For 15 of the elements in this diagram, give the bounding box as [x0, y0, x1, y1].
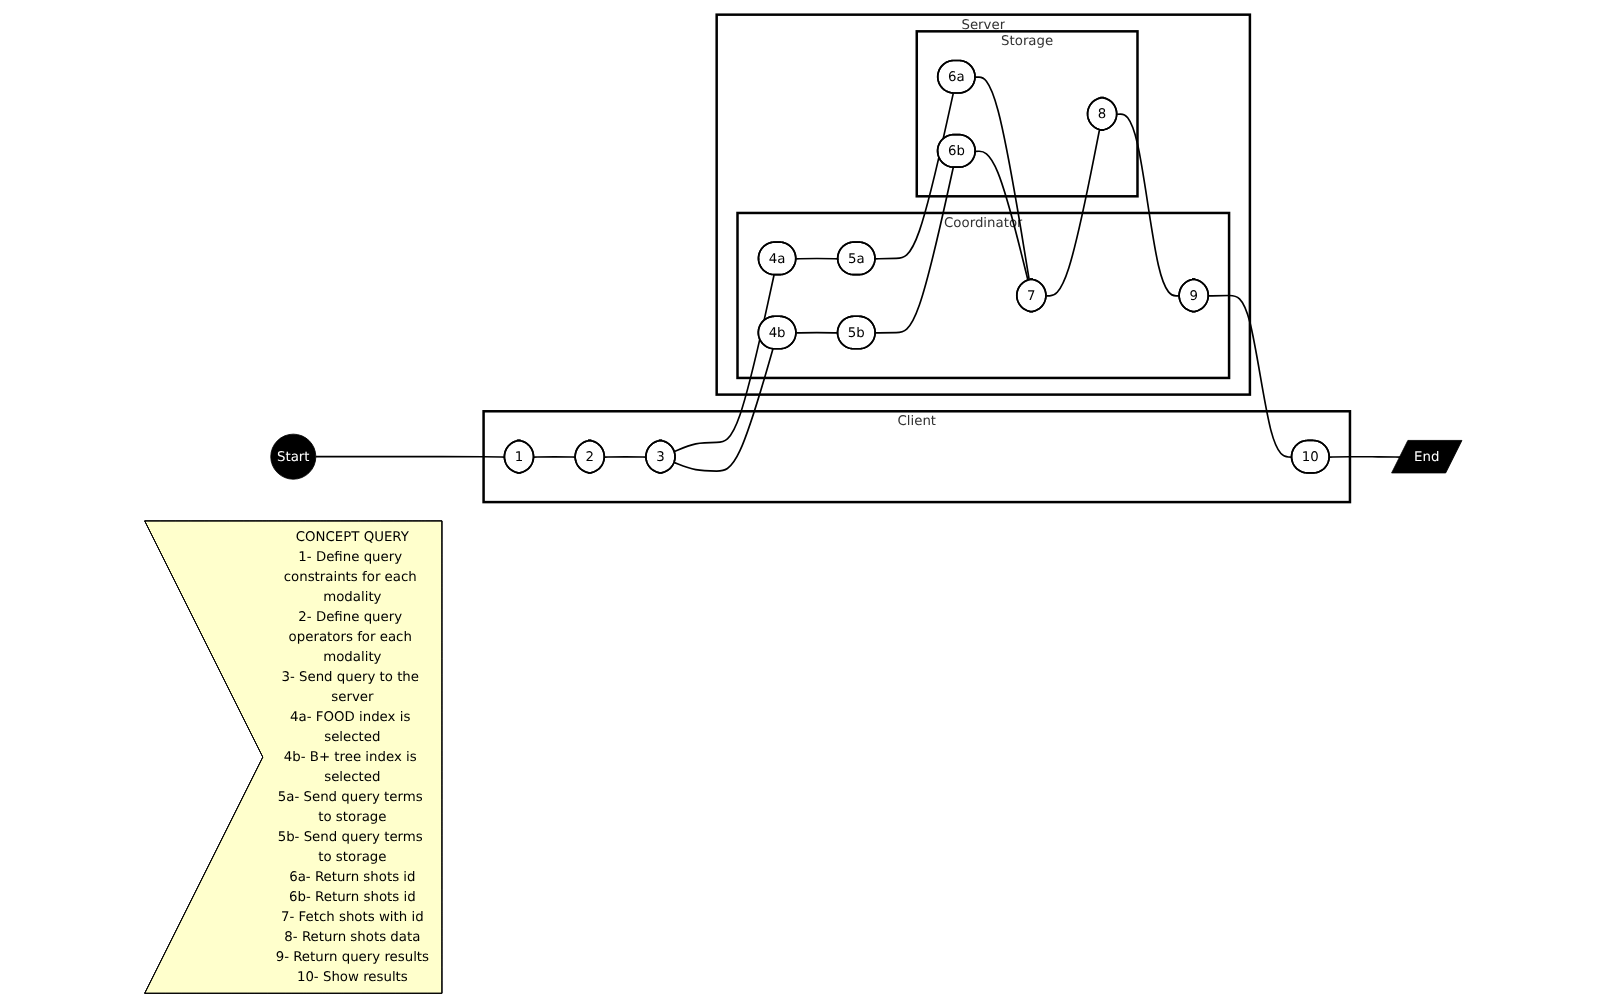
- connector: [874, 92, 954, 260]
- connector: [673, 348, 774, 472]
- connector: [314, 455, 506, 458]
- connector: [974, 150, 1029, 282]
- connector: [1045, 128, 1101, 297]
- connector: [532, 456, 577, 458]
- connector: [795, 331, 839, 334]
- connector: [1115, 113, 1181, 297]
- connector: [795, 257, 839, 260]
- connector: [874, 166, 954, 334]
- connector: [673, 274, 775, 453]
- connector: [1207, 294, 1293, 458]
- connector: [603, 456, 647, 458]
- connector: [1328, 455, 1401, 458]
- connector: [974, 76, 1030, 282]
